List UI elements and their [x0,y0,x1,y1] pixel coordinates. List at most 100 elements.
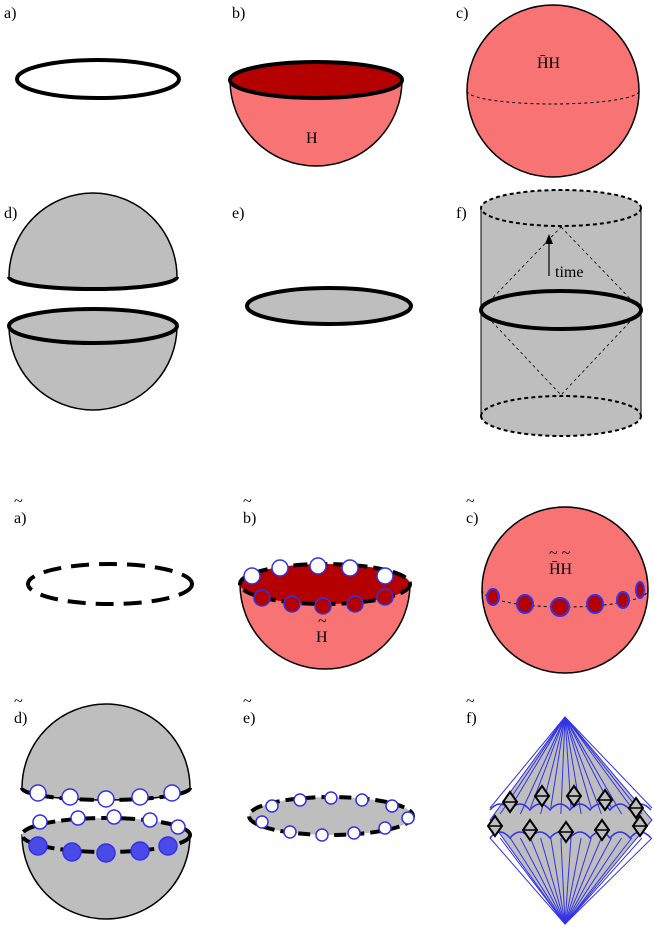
panel-tf-rays [489,716,653,925]
notch-mark [131,788,149,806]
notch-mark [32,814,48,830]
ray-line [564,716,653,809]
panel-d-lower-rim [7,307,179,345]
ray-line [550,837,566,925]
panel-b-disc [228,60,404,100]
notch-mark [265,799,279,813]
notch-mark [378,821,392,835]
panel-tf-diamonds [486,784,649,844]
notch-mark [341,559,359,577]
notch-mark [271,559,289,577]
ray-line [564,837,633,925]
puncture-dot [550,597,570,617]
notch-mark [29,784,47,802]
panel-tc-sphere [481,506,649,674]
panel-d-upper-hemisphere [8,192,178,290]
notch-mark [309,557,327,575]
panel-tb-text-tilde: ~ [318,613,327,630]
panel-f-slice [479,289,643,331]
panel-f-time-arrowhead [545,234,553,244]
notch-mark [253,589,271,607]
ray-line [550,716,566,809]
ray-line [530,837,566,925]
panel-tb-hemisphere [239,583,411,670]
panel-tc-text: H̄H [549,561,573,578]
label-td: d) [14,710,27,727]
label-c: c) [456,5,468,22]
ray-line [564,716,643,815]
ray-line [564,837,643,925]
notch-mark [314,597,332,615]
panel-f-text: time [555,264,583,281]
ray-line [564,716,602,815]
label-tc-tilde: ~ [466,493,475,510]
notch-mark [243,567,261,585]
panel-d-upper-rim [7,276,179,291]
label-tb: b) [243,510,256,527]
ray-line [564,837,623,925]
puncture-dot [616,591,630,609]
panel-e-disc [245,286,413,326]
label-td-tilde: ~ [14,693,23,710]
panel-f-cylinder-bottom [480,415,642,437]
ray-line [489,716,566,809]
ray-line [564,837,572,925]
label-tf: f) [466,710,477,727]
puncture-dot [635,581,645,599]
label-tb-tilde: ~ [243,493,252,510]
notch-mark [355,793,369,807]
label-b: b) [232,5,245,22]
panel-f-cylinder-bottom-back [480,395,642,417]
label-tf-tilde: ~ [466,693,475,710]
ray-line [564,837,602,925]
notch-mark [385,799,399,813]
panel-a-ring [15,58,181,100]
ray-line [519,837,566,925]
notch-mark [61,788,79,806]
label-f: f) [456,205,467,222]
label-e: e) [232,205,244,222]
blue-puncture [96,843,116,863]
label-a: a) [4,5,16,22]
puncture-dot [516,594,534,614]
notch-mark [324,791,338,805]
panel-td-lower-marks [28,809,186,863]
notch-mark [106,809,122,825]
label-ta-tilde: ~ [14,493,23,510]
ray-line [564,716,592,809]
ray-line [564,837,612,925]
notch-mark [255,815,269,829]
ray-line [489,837,566,925]
ray-line [564,837,653,925]
blue-puncture [130,841,150,861]
panel-ta-dashed-ring [26,562,194,606]
panel-te-notches [255,791,415,842]
ray-line [560,837,566,925]
label-d: d) [4,205,17,222]
label-ta: a) [14,510,26,527]
notch-mark [97,790,115,808]
panel-d-lower-hemisphere [8,325,178,411]
notch-mark [376,567,394,585]
puncture-dot [586,594,604,614]
ray-line [560,716,566,815]
panel-c-text: H̄H [537,55,561,72]
panel-tc-punctures [486,581,645,617]
panel-b-hemisphere [229,79,403,167]
label-te: e) [243,710,255,727]
panel-tc-text-tilde: ~ ~ [549,545,571,562]
puncture-dot [486,588,500,606]
notch-mark [376,588,394,606]
panel-f-cylinder-top [480,189,642,227]
notch-mark [142,812,158,828]
panel-c-sphere [466,4,640,178]
ray-line [509,716,566,809]
notch-mark [347,826,361,840]
notch-mark [346,595,364,613]
label-te-tilde: ~ [243,693,252,710]
notch-mark [293,793,307,807]
notch-mark [283,595,301,613]
ray-line [564,837,592,925]
panel-f-cylinder-body [481,208,641,416]
